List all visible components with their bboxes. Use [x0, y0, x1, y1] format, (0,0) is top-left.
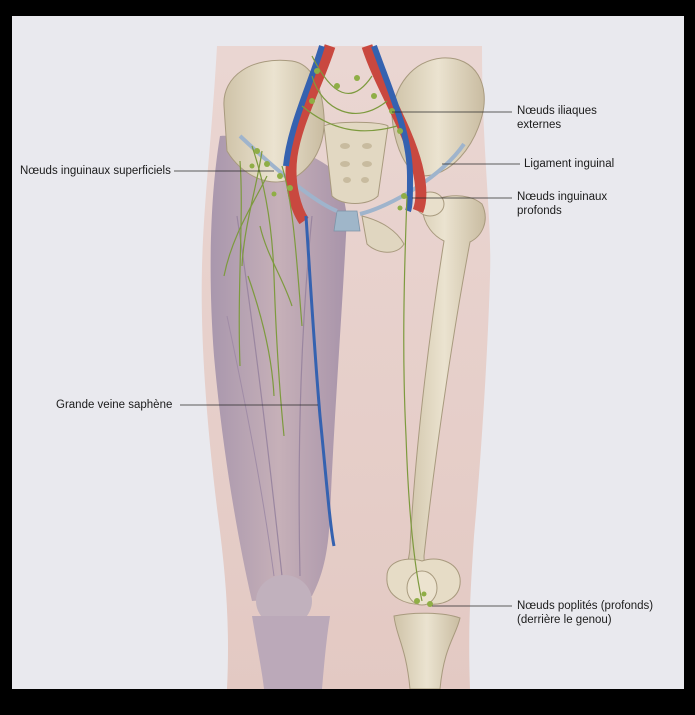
label-iliac-nodes: Nœuds iliaques externes: [517, 104, 597, 132]
label-inguinal-ligament: Ligament inguinal: [524, 157, 614, 171]
label-superficial-inguinal-nodes: Nœuds inguinaux superficiels: [20, 164, 171, 178]
sacral-foramen: [340, 161, 350, 167]
sacral-foramen: [362, 143, 372, 149]
sacral-foramen: [343, 177, 351, 183]
label-iliac-nodes-line2: externes: [517, 118, 597, 132]
label-great-saphenous-vein: Grande veine saphène: [56, 398, 172, 412]
lower-leg: [252, 616, 330, 689]
label-deep-inguinal-nodes: Nœuds inguinaux profonds: [517, 190, 607, 218]
sacral-foramen: [361, 177, 369, 183]
label-popliteal-nodes-line1: Nœuds poplités (profonds): [517, 599, 653, 613]
sacral-foramen: [340, 143, 350, 149]
illustration-plate: Nœuds iliaques externes Ligament inguina…: [12, 16, 684, 689]
sacrum: [324, 122, 388, 203]
label-deep-inguinal-nodes-line2: profonds: [517, 204, 607, 218]
label-iliac-nodes-line1: Nœuds iliaques: [517, 104, 597, 118]
label-deep-inguinal-nodes-line1: Nœuds inguinaux: [517, 190, 607, 204]
pubic-symphysis: [334, 211, 360, 231]
sacral-foramen: [362, 161, 372, 167]
label-popliteal-nodes-line2: (derrière le genou): [517, 613, 653, 627]
label-popliteal-nodes: Nœuds poplités (profonds) (derrière le g…: [517, 599, 653, 627]
